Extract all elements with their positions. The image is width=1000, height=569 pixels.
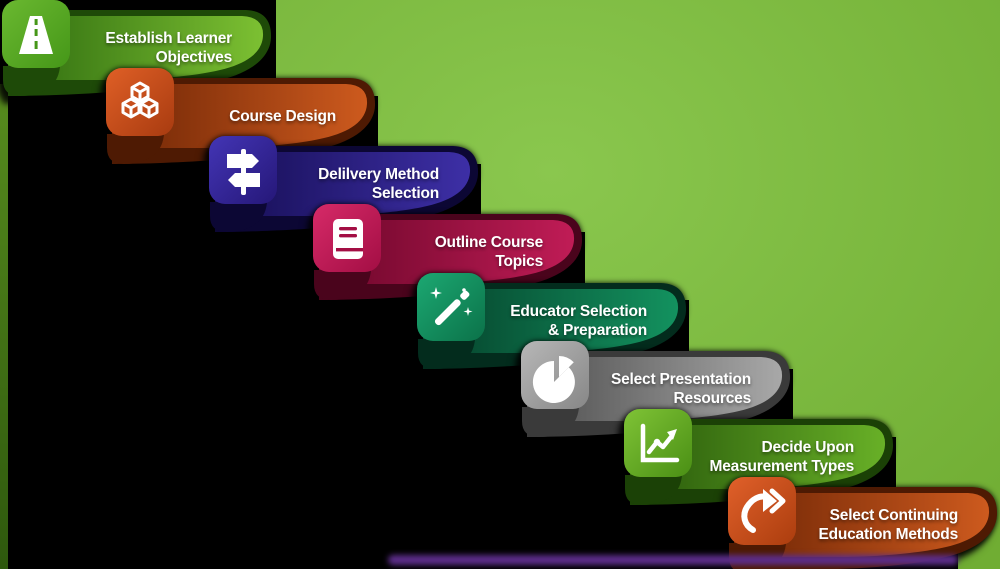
badge xyxy=(728,477,796,545)
step-graphic xyxy=(106,68,376,164)
green-left-strip xyxy=(0,84,8,569)
step-graphic xyxy=(417,273,687,369)
step-graphic xyxy=(728,477,998,569)
pie-chart-icon xyxy=(532,356,575,403)
line-chart-icon xyxy=(640,423,680,463)
cubes-icon xyxy=(121,81,159,119)
book-icon xyxy=(333,219,363,259)
purple-shadow-strip xyxy=(388,555,958,565)
curved-arrows-icon xyxy=(741,488,786,533)
step-graphic xyxy=(313,204,583,300)
magic-wand-icon xyxy=(430,287,473,326)
signpost-icon xyxy=(227,149,260,195)
step-graphic xyxy=(624,409,894,505)
road-icon xyxy=(19,16,53,54)
step-graphic xyxy=(209,136,479,232)
step-graphic xyxy=(2,0,272,96)
step-graphic xyxy=(521,341,791,437)
